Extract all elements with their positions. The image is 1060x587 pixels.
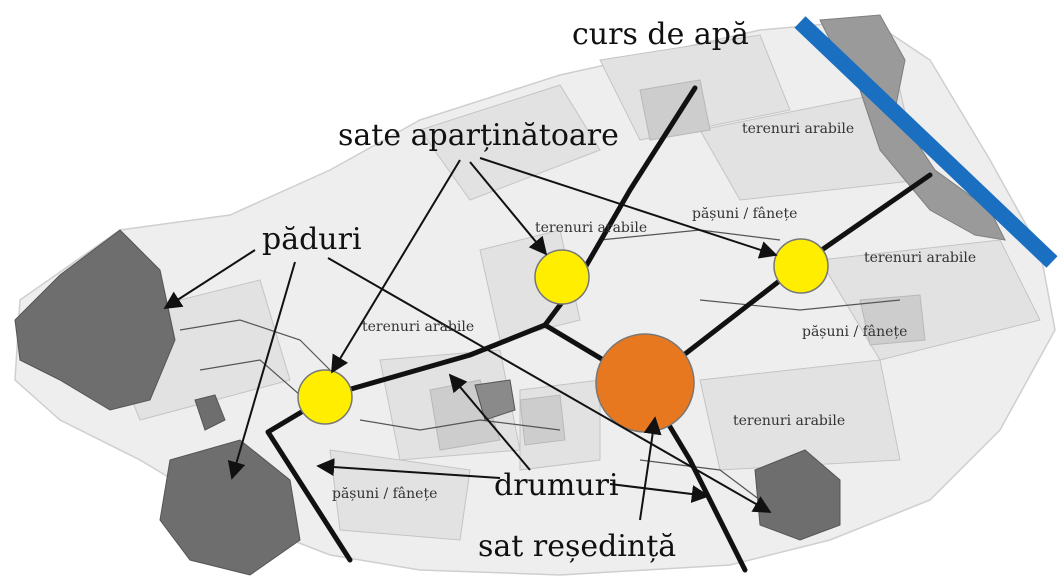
arrow-to-main-village <box>639 416 662 521</box>
satellite-village-east <box>773 238 829 294</box>
label-pasture-east: pășuni / fânețe <box>802 324 907 340</box>
arrow-to-road-west <box>316 458 501 479</box>
arrow-to-village-west <box>331 159 461 374</box>
label-watercourse: curs de apă <box>572 17 749 52</box>
watercourse-line <box>794 16 1058 268</box>
label-pasture-north: pășuni / fânețe <box>692 206 797 222</box>
label-arable-west: terenuri arabile <box>362 319 474 335</box>
arrow-to-forest-southeast <box>327 257 772 513</box>
arrow-to-forest-southwest <box>227 261 296 480</box>
leader-arrows <box>163 157 778 521</box>
label-arable-east: terenuri arabile <box>864 250 976 266</box>
arrow-to-road-center <box>448 373 531 471</box>
forest-southeast <box>754 449 841 541</box>
forest-southwest <box>159 439 301 576</box>
label-satellite-villages: sate aparținătoare <box>338 118 619 153</box>
arrow-to-road-south <box>609 483 710 503</box>
arrow-to-village-center <box>469 161 548 256</box>
satellite-village-center <box>534 249 590 305</box>
label-pasture-south: pășuni / fânețe <box>332 486 437 502</box>
forest-small-2 <box>474 379 516 421</box>
forest-small-1 <box>194 394 226 431</box>
arrow-to-village-east <box>479 157 778 259</box>
label-roads: drumuri <box>494 468 619 503</box>
label-arable-north: terenuri arabile <box>742 121 854 137</box>
label-main-village: sat reședință <box>478 529 676 564</box>
label-arable-southeast: terenuri arabile <box>733 413 845 429</box>
arrow-to-forest-west <box>163 249 256 309</box>
main-village <box>595 333 695 433</box>
label-forests: păduri <box>262 222 362 257</box>
forest-west <box>14 229 176 411</box>
satellite-village-west <box>297 369 353 425</box>
forests <box>14 229 841 576</box>
label-arable-center: terenuri arabile <box>535 220 647 236</box>
road-north <box>542 85 698 328</box>
